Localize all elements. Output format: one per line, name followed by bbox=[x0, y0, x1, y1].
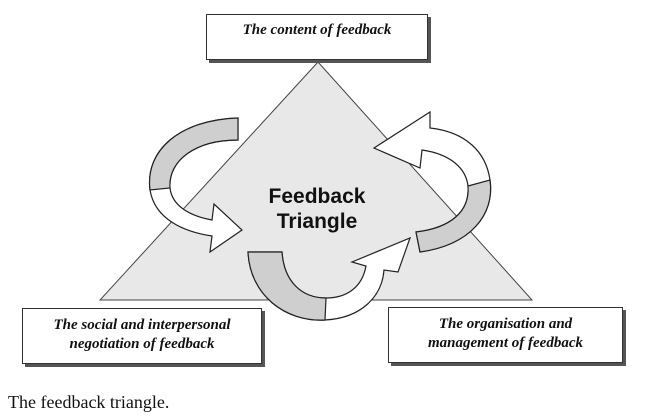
organisation-management-box: The organisation and management of feedb… bbox=[388, 307, 623, 363]
content-of-feedback-box: The content of feedback bbox=[206, 14, 428, 60]
center-title-line2: Triangle bbox=[276, 210, 358, 233]
social-negotiation-label-line2: negotiation of feedback bbox=[69, 336, 215, 352]
figure-caption: The feedback triangle. bbox=[8, 392, 170, 412]
social-negotiation-label-line1: The social and interpersonal bbox=[53, 317, 231, 333]
organisation-management-label-line1: The organisation and bbox=[438, 316, 573, 332]
organisation-management-label-line2: management of feedback bbox=[428, 335, 583, 351]
left-curved-arrow-icon bbox=[148, 117, 243, 254]
right-curved-arrow-icon bbox=[372, 110, 492, 253]
content-of-feedback-label: The content of feedback bbox=[242, 22, 392, 38]
bottom-curved-arrow-icon bbox=[247, 236, 412, 321]
center-title-line1: Feedback bbox=[268, 185, 366, 208]
social-negotiation-box: The social and interpersonal negotiation… bbox=[22, 308, 262, 364]
center-title: Feedback Triangle bbox=[222, 184, 412, 234]
